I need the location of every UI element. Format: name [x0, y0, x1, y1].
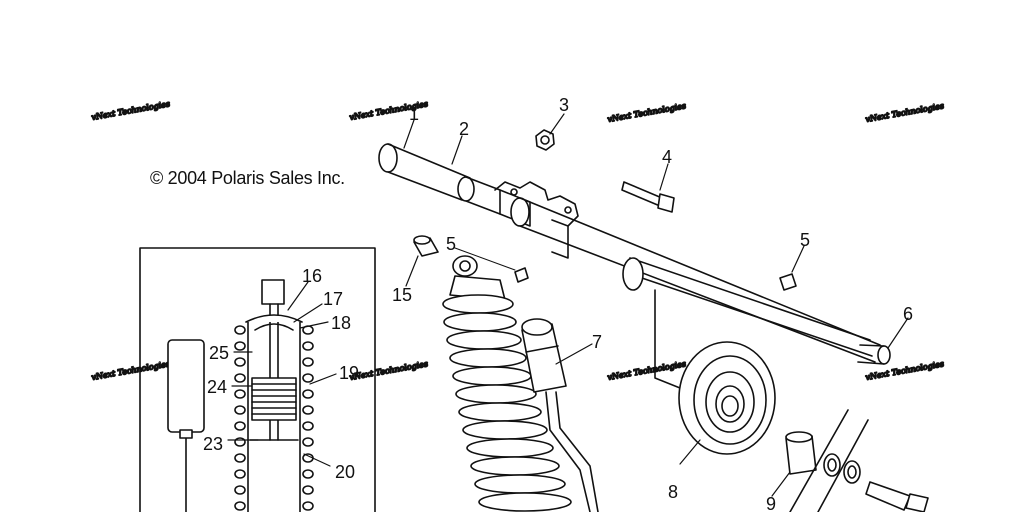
callout-8: 8: [668, 482, 678, 502]
part-8-wheel: [678, 341, 776, 455]
part-4-bolt: [621, 181, 675, 213]
watermark-4: vNext Technologies: [865, 101, 945, 124]
watermark-3: vNext Technologies: [607, 101, 687, 124]
watermark-6: vNext Technologies: [349, 359, 429, 382]
inset-cutaway: [139, 247, 376, 517]
part-15-bushing: [413, 235, 439, 257]
callout-labels: 1 2 3 4 5 5 6 7 8 9 15 16 17 18 19 20 23…: [203, 95, 913, 514]
callout-20: 20: [335, 462, 355, 482]
callout-2: 2: [459, 119, 469, 139]
leader-lines: [227, 113, 909, 497]
callout-7: 7: [592, 332, 602, 352]
part-7-reservoir: [521, 318, 599, 513]
shock-spring: [442, 255, 572, 512]
callout-6: 6: [903, 304, 913, 324]
watermark-1: vNext Technologies: [91, 99, 171, 122]
callout-4: 4: [662, 147, 672, 167]
watermark-5: vNext Technologies: [91, 359, 171, 382]
callout-25: 25: [209, 343, 229, 363]
callout-3: 3: [559, 95, 569, 115]
copyright-notice: © 2004 Polaris Sales Inc.: [150, 168, 345, 188]
callout-24: 24: [207, 377, 227, 397]
part-3-nut: [535, 129, 555, 151]
callout-9: 9: [766, 494, 776, 512]
callout-15: 15: [392, 285, 412, 305]
callout-16: 16: [302, 266, 322, 286]
callout-5a: 5: [446, 234, 456, 254]
main-shaft: [378, 143, 891, 393]
watermark-7: vNext Technologies: [607, 359, 687, 382]
callout-17: 17: [323, 289, 343, 309]
part-9-bushing: [785, 409, 929, 513]
callout-5b: 5: [800, 230, 810, 250]
callout-23: 23: [203, 434, 223, 454]
callout-18: 18: [331, 313, 351, 333]
part-5-fittings: [454, 247, 797, 291]
callout-19: 19: [339, 363, 359, 383]
callout-1: 1: [409, 104, 419, 124]
